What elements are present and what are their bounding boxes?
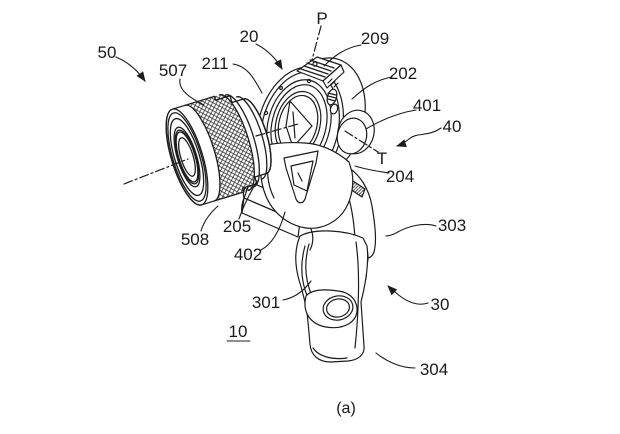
ref-label-50: 50: [98, 43, 117, 62]
leader-507: [179, 78, 205, 106]
leader-402: [260, 211, 286, 251]
leader-20: [255, 43, 283, 70]
leader-209: [323, 44, 362, 67]
ref-label-40: 40: [443, 117, 462, 136]
ref-label-211: 211: [201, 54, 228, 73]
ref-label-30: 30: [431, 295, 450, 314]
ref-label-508: 508: [181, 230, 209, 249]
ref-label-304: 304: [420, 360, 448, 379]
leader-202: [351, 76, 393, 100]
ref-label-T: T: [377, 149, 387, 168]
yoke-drawing: [259, 142, 354, 229]
leader-40: [396, 127, 442, 147]
leader-lines: [115, 43, 442, 369]
ref-label-507: 507: [159, 61, 187, 80]
optical-axis-front: [123, 158, 189, 185]
leader-401: [365, 109, 417, 130]
ref-label-202: 202: [389, 64, 417, 83]
leader-301: [282, 280, 312, 301]
leader-303: [385, 223, 437, 237]
tilt-knob-drawing: [336, 109, 375, 155]
leader-50: [115, 56, 146, 82]
ref-label-204: 204: [386, 167, 414, 186]
pan-axis-line: [311, 25, 322, 61]
optical-axis-rear: [255, 123, 299, 137]
grip-drawing: [295, 228, 369, 363]
ref-label-303: 303: [438, 216, 466, 235]
ref-label-209: 209: [361, 29, 389, 48]
ref-label-301: 301: [252, 293, 280, 312]
ref-label-P: P: [316, 9, 327, 28]
leader-205: [238, 180, 258, 220]
leader-204: [354, 165, 390, 174]
axis-lines: [123, 25, 379, 185]
leader-508: [200, 205, 219, 232]
leader-304: [375, 352, 416, 369]
ref-label-10: 10: [229, 322, 248, 341]
ref-label-205: 205: [223, 217, 251, 236]
lens-drawing: [165, 94, 272, 206]
figure-caption: (a): [336, 400, 356, 417]
reference-labels: 50 507 211 20 P 209 202 401 40 T 204 508…: [98, 9, 467, 417]
leader-30: [387, 285, 429, 305]
ref-label-402: 402: [234, 245, 262, 264]
tilt-axis-line: [344, 130, 379, 153]
ref-label-401: 401: [413, 96, 441, 115]
ref-label-20: 20: [240, 27, 259, 46]
leader-211: [232, 63, 263, 94]
